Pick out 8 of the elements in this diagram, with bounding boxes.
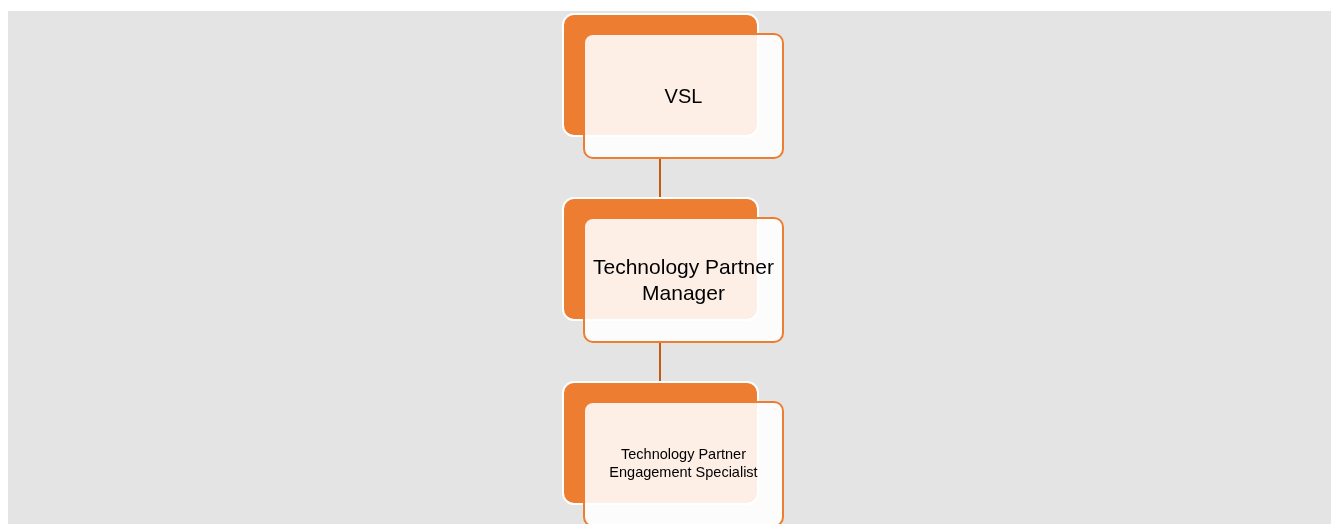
role-title: Technology Partner Manager: [593, 254, 774, 306]
connector-line: [659, 342, 661, 382]
org-chart-card: [562, 381, 784, 524]
org-chart-card: [562, 197, 784, 343]
role-title: Technology Partner Engagement Specialist: [608, 446, 759, 482]
connector-line: [659, 158, 661, 198]
role-title: VSL: [664, 83, 703, 109]
org-chart-card: [562, 13, 784, 159]
